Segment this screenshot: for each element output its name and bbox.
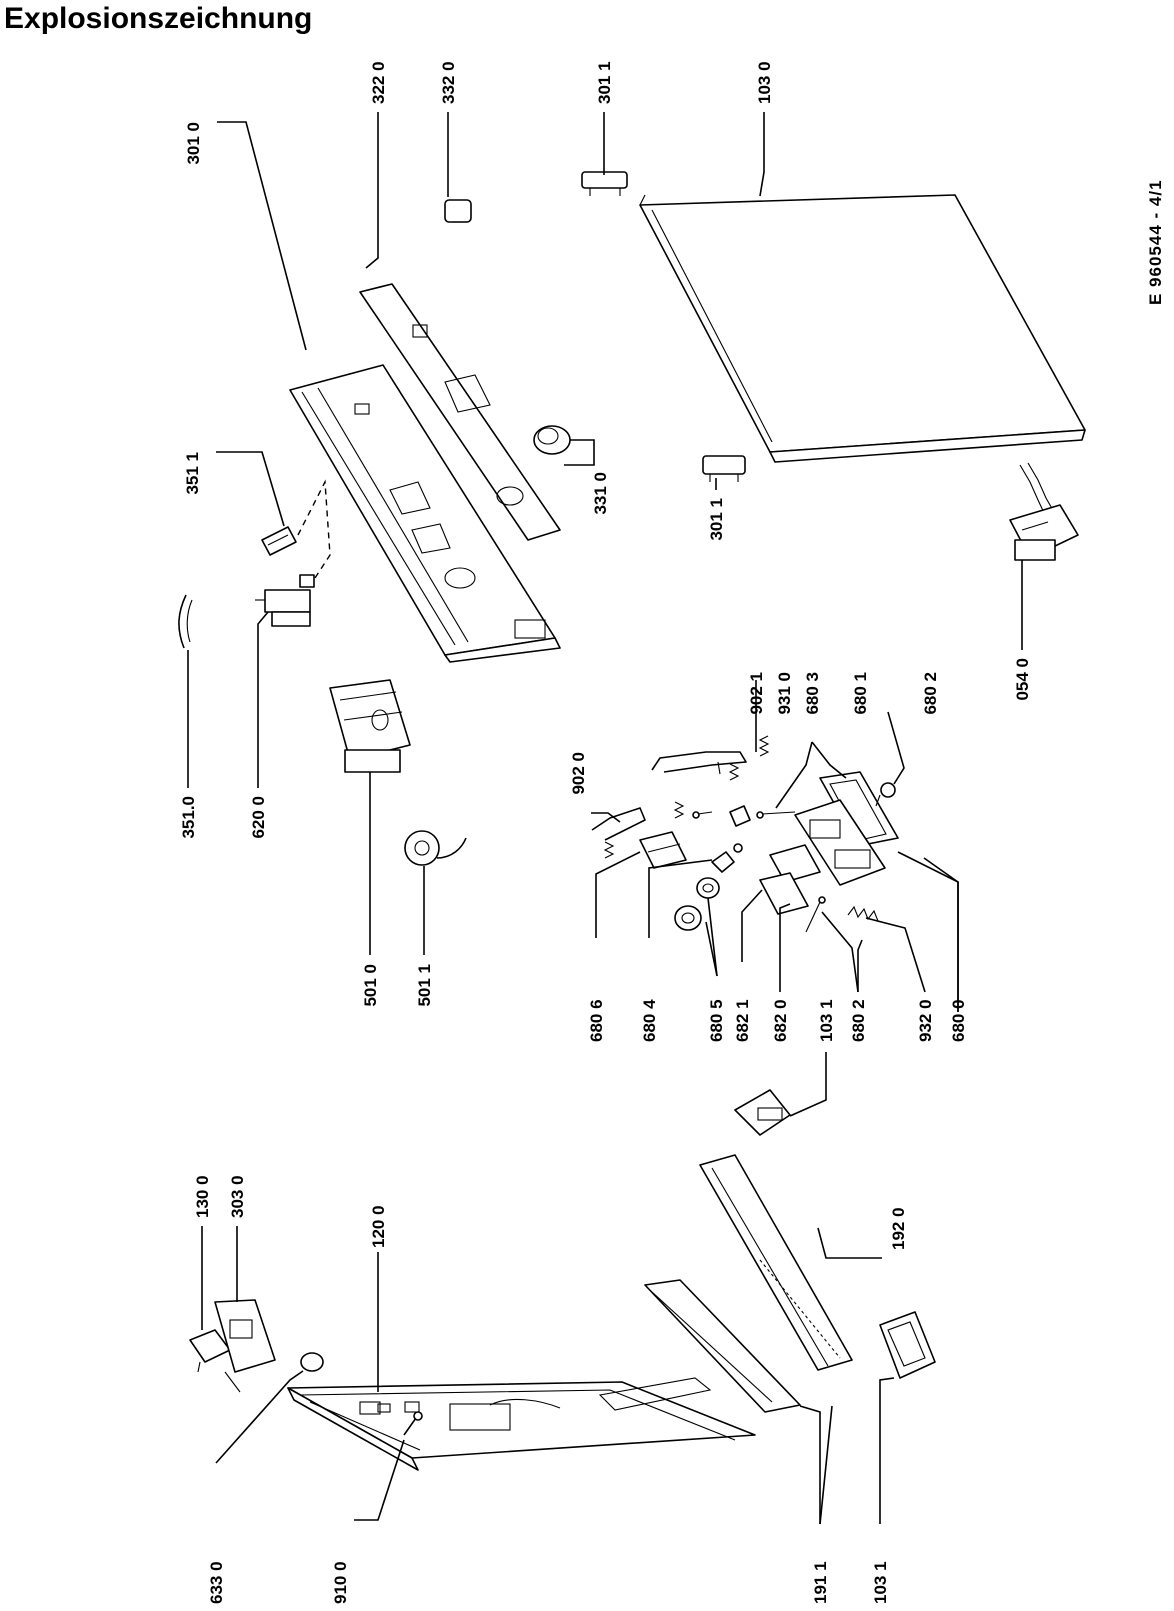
dashed-connector: [297, 479, 331, 579]
part-label-301-1-top: 301 1: [595, 61, 614, 104]
part-351-0-wire: [178, 594, 193, 649]
part-label-130-0: 130 0: [193, 1175, 212, 1218]
part-small-plate: [729, 805, 751, 827]
part-label-103-1-lower: 103 1: [871, 1561, 890, 1604]
part-103-0-door-panel: [639, 194, 1086, 463]
part-931-0-spring: [758, 735, 770, 757]
part-label-303-0: 303 0: [228, 1175, 247, 1218]
part-680-3-screws: [692, 811, 796, 819]
part-label-620-0: 620 0: [249, 796, 268, 839]
part-332-0: [444, 199, 472, 223]
part-902-1-lever: [651, 751, 747, 775]
part-label-120-0: 120 0: [369, 1205, 388, 1248]
part-120-0-inner-door: [287, 1377, 756, 1471]
part-label-680-2-bottom: 680 2: [849, 999, 868, 1042]
part-103-1-foot-lower: [879, 1311, 936, 1379]
part-label-680-4: 680 4: [640, 999, 659, 1042]
part-label-680-0: 680 0: [949, 999, 968, 1042]
part-910-0-screw: [403, 1411, 423, 1436]
leader-lines: [187, 112, 1023, 1525]
part-label-322-0: 322 0: [369, 61, 388, 104]
part-301-1-cap-bottom: [702, 455, 746, 482]
part-label-332-0: 332 0: [439, 61, 458, 104]
part-103-1-foot-upper: [734, 1089, 791, 1136]
part-label-103-1-upper: 103 1: [817, 999, 836, 1042]
part-192-0-rail: [699, 1154, 853, 1371]
part-label-351-0: 351.0: [179, 796, 198, 839]
spring-small-b: [673, 801, 685, 819]
part-191-1-rail: [644, 1279, 801, 1413]
part-620-0-switch: [255, 574, 315, 627]
part-label-682-1: 682 1: [733, 999, 752, 1042]
part-label-301-0: 301 0: [184, 122, 203, 165]
part-label-902-0: 902 0: [569, 752, 588, 795]
part-label-682-0: 682 0: [771, 999, 790, 1042]
part-633-0: [300, 1352, 324, 1372]
spring-small-a: [728, 763, 740, 781]
part-680-2-hook: [875, 782, 896, 807]
part-label-192-0: 192 0: [889, 1207, 908, 1250]
part-label-351-1: 351 1: [183, 452, 202, 495]
part-label-680-2-top: 680 2: [921, 672, 940, 715]
part-label-301-1-bottom: 301 1: [707, 498, 726, 541]
part-label-680-1: 680 1: [851, 672, 870, 715]
part-331-0-knob: [533, 425, 571, 455]
part-301-1-cap-top: [581, 171, 628, 196]
part-label-501-0: 501 0: [361, 964, 380, 1007]
part-682-1-plate: [759, 872, 809, 915]
part-label-331-0: 331 0: [591, 472, 610, 515]
part-label-501-1: 501 1: [415, 964, 434, 1007]
part-902-0-bracket: [591, 807, 646, 841]
part-351-1-clip: [261, 526, 297, 556]
page-title: Explosionszeichnung: [4, 2, 313, 35]
part-054-0-hinge: [1009, 462, 1079, 561]
part-680-0-latch-housing: [794, 799, 886, 886]
part-932-0-spring: [847, 905, 879, 922]
part-label-103-0: 103 0: [755, 61, 774, 104]
part-501-1-sensor: [404, 830, 467, 866]
part-label-680-5: 680 5: [707, 999, 726, 1042]
part-label-902-1: 902 1: [747, 672, 766, 715]
part-301-0-panel-frame: [289, 364, 561, 663]
spring-small-c: [603, 841, 615, 859]
part-label-191-1: 191 1: [811, 1561, 830, 1604]
part-label-932-0: 932 0: [916, 999, 935, 1042]
part-680-4: [711, 843, 743, 873]
part-322-0-panel-cover: [359, 283, 561, 541]
part-label-054-0: 054 0: [1013, 658, 1032, 701]
part-label-680-3: 680 3: [803, 672, 822, 715]
part-501-0-module: [329, 679, 411, 773]
part-label-680-6: 680 6: [587, 999, 606, 1042]
part-680-2-screw: [805, 896, 826, 933]
part-680-5-rollers: [674, 877, 720, 931]
part-682-0-plate: [769, 844, 821, 883]
part-label-633-0: 633 0: [207, 1561, 226, 1604]
part-number-labels: 301 0 322 0 332 0 301 1 103 0 351 1 331 …: [179, 61, 1032, 1604]
part-680-6-clip: [639, 831, 687, 869]
part-label-931-0: 931 0: [775, 672, 794, 715]
part-303-0: [214, 1299, 276, 1393]
part-label-910-0: 910 0: [331, 1561, 350, 1604]
